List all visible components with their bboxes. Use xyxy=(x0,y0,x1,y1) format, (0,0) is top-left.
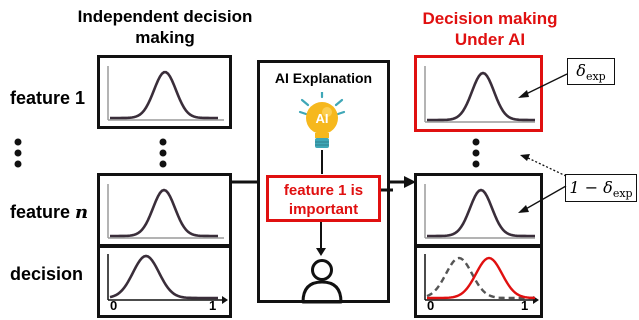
right-title-line1: Decision making xyxy=(422,9,558,28)
one-minus-delta-text: 1 − δ xyxy=(569,178,613,197)
ai-message-line1: feature 1 is xyxy=(283,182,364,199)
vertical-ellipsis-left-labels xyxy=(8,136,28,175)
row-label-decision: decision xyxy=(10,264,84,284)
ai-explanation-title: AI Explanation xyxy=(274,70,373,86)
one-minus-delta-subscript: exp xyxy=(612,187,633,201)
gaussian-curve-left-decision xyxy=(107,254,228,304)
right-decision-axis-max: 1 xyxy=(521,298,529,313)
gaussian-curves-right-decision xyxy=(424,254,539,304)
left-feature-n-panel xyxy=(97,173,232,247)
left-title-line1: Independent decision xyxy=(77,7,253,26)
left-decision-panel: 0 1 xyxy=(97,245,232,318)
vertical-ellipsis-right-panels xyxy=(466,136,486,175)
lightbulb-label: AI xyxy=(316,111,329,126)
flow-arrow-middle xyxy=(381,179,393,197)
row-label-feature-n-var: n xyxy=(75,202,89,223)
arrow-bulb-to-message xyxy=(318,150,326,181)
delta-exp-label: δexp xyxy=(567,58,615,85)
right-decision-axis-min: 0 xyxy=(427,298,435,313)
gaussian-curve-left-feature-n xyxy=(107,184,224,239)
left-decision-axis-max: 1 xyxy=(209,298,217,313)
gaussian-curve-right-feature-n xyxy=(424,184,535,239)
right-column-title: Decision making Under AI xyxy=(390,8,590,50)
gaussian-curve-left-feature-1 xyxy=(107,66,224,121)
gaussian-curve-right-feature-1 xyxy=(424,66,535,123)
row-label-feature-1: feature 1 xyxy=(10,88,86,108)
vertical-ellipsis-left-panels xyxy=(153,136,173,175)
flow-arrow xyxy=(232,175,418,193)
ai-message-line2: important xyxy=(288,201,359,218)
row-label-feature-n: feature n xyxy=(10,202,88,223)
lightbulb-icon: AI xyxy=(294,90,350,167)
row-label-feature-n-text: feature xyxy=(10,202,71,222)
ai-message-box: feature 1 is important xyxy=(266,175,381,222)
delta-subscript: exp xyxy=(585,70,606,84)
callout-arrows xyxy=(500,60,580,225)
left-column-title: Independent decision making xyxy=(40,6,290,48)
one-minus-delta-label: 1 − δexp xyxy=(565,174,637,202)
person-icon xyxy=(298,258,346,309)
left-decision-axis-min: 0 xyxy=(110,298,118,313)
delta-symbol: δ xyxy=(576,61,586,80)
left-feature-1-panel xyxy=(97,55,232,129)
right-decision-panel: 0 1 xyxy=(414,245,543,318)
left-title-line2: making xyxy=(135,28,195,47)
right-feature-1-panel xyxy=(414,55,543,132)
arrow-message-to-person xyxy=(315,222,327,263)
right-title-line2: Under AI xyxy=(454,30,526,49)
